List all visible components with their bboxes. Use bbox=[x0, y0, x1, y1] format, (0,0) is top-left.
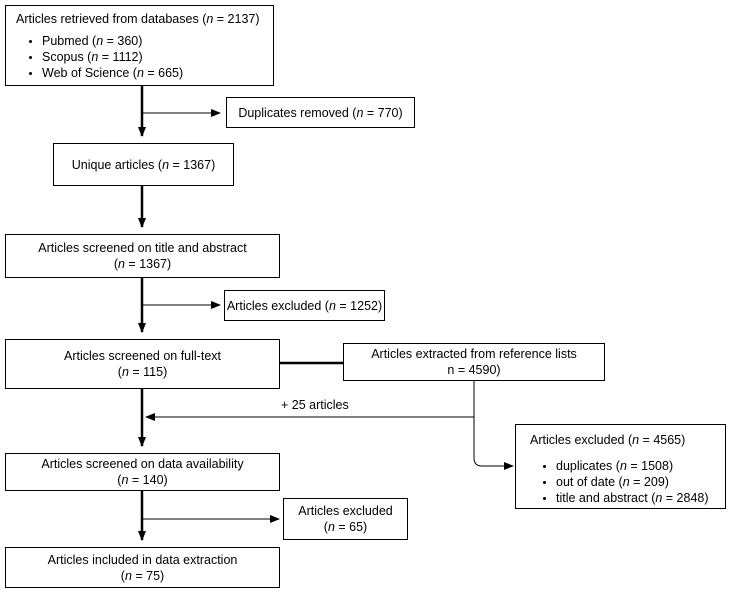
box-reference-lists: Articles extracted from reference lists … bbox=[343, 343, 605, 381]
box-duplicates: Duplicates removed (n = 770) bbox=[226, 97, 415, 128]
box-unique: Unique articles (n = 1367) bbox=[53, 143, 234, 186]
excluded-2-count: (n = 65) bbox=[323, 520, 368, 534]
box-data-availability: Articles screened on data availability (… bbox=[5, 453, 280, 491]
list-item: out of date (n = 209) bbox=[556, 474, 715, 490]
duplicates-text: Duplicates removed (n = 770) bbox=[238, 105, 403, 120]
excluded-1-text: Articles excluded (n = 1252) bbox=[226, 298, 383, 313]
data-availability-line1: Articles screened on data availability bbox=[41, 457, 244, 471]
title-abstract-line1: Articles screened on title and abstract bbox=[38, 241, 247, 255]
excluded-ref-list: duplicates (n = 1508) out of date (n = 2… bbox=[530, 458, 715, 506]
box-included: Articles included in data extraction (n … bbox=[5, 547, 280, 588]
box-excluded-1: Articles excluded (n = 1252) bbox=[224, 290, 385, 321]
list-item: title and abstract (n = 2848) bbox=[556, 490, 715, 506]
box-title-abstract: Articles screened on title and abstract … bbox=[5, 234, 280, 278]
title-abstract-count: (n = 1367) bbox=[113, 257, 172, 271]
excluded-2-line1: Articles excluded bbox=[298, 504, 393, 518]
excluded-ref-title: Articles excluded (n = 4565) bbox=[530, 433, 686, 447]
box-retrieved: Articles retrieved from databases (n = 2… bbox=[5, 5, 274, 86]
arrow-reference-to-excluded bbox=[473, 381, 514, 470]
data-availability-count: (n = 140) bbox=[117, 473, 168, 487]
list-item: Scopus (n = 1112) bbox=[42, 49, 263, 65]
reference-lists-count: n = 4590) bbox=[447, 363, 501, 377]
full-text-line1: Articles screened on full-text bbox=[63, 349, 221, 363]
box-excluded-2: Articles excluded (n = 65) bbox=[283, 498, 408, 540]
included-line1: Articles included in data extraction bbox=[47, 552, 238, 567]
list-item: duplicates (n = 1508) bbox=[556, 458, 715, 474]
plus-articles-label: + 25 articles bbox=[281, 398, 349, 412]
unique-text: Unique articles (n = 1367) bbox=[71, 157, 216, 172]
full-text-count: (n = 115) bbox=[117, 365, 168, 379]
list-item: Web of Science (n = 665) bbox=[42, 65, 263, 81]
list-item: Pubmed (n = 360) bbox=[42, 33, 263, 49]
box-full-text: Articles screened on full-text (n = 115) bbox=[5, 339, 280, 389]
reference-lists-line1: Articles extracted from reference lists bbox=[371, 347, 577, 361]
retrieved-title: Articles retrieved from databases (n = 2… bbox=[16, 12, 260, 26]
retrieved-list: Pubmed (n = 360) Scopus (n = 1112) Web o… bbox=[16, 33, 263, 81]
included-count: (n = 75) bbox=[120, 568, 165, 583]
box-excluded-ref: Articles excluded (n = 4565) duplicates … bbox=[515, 424, 726, 509]
